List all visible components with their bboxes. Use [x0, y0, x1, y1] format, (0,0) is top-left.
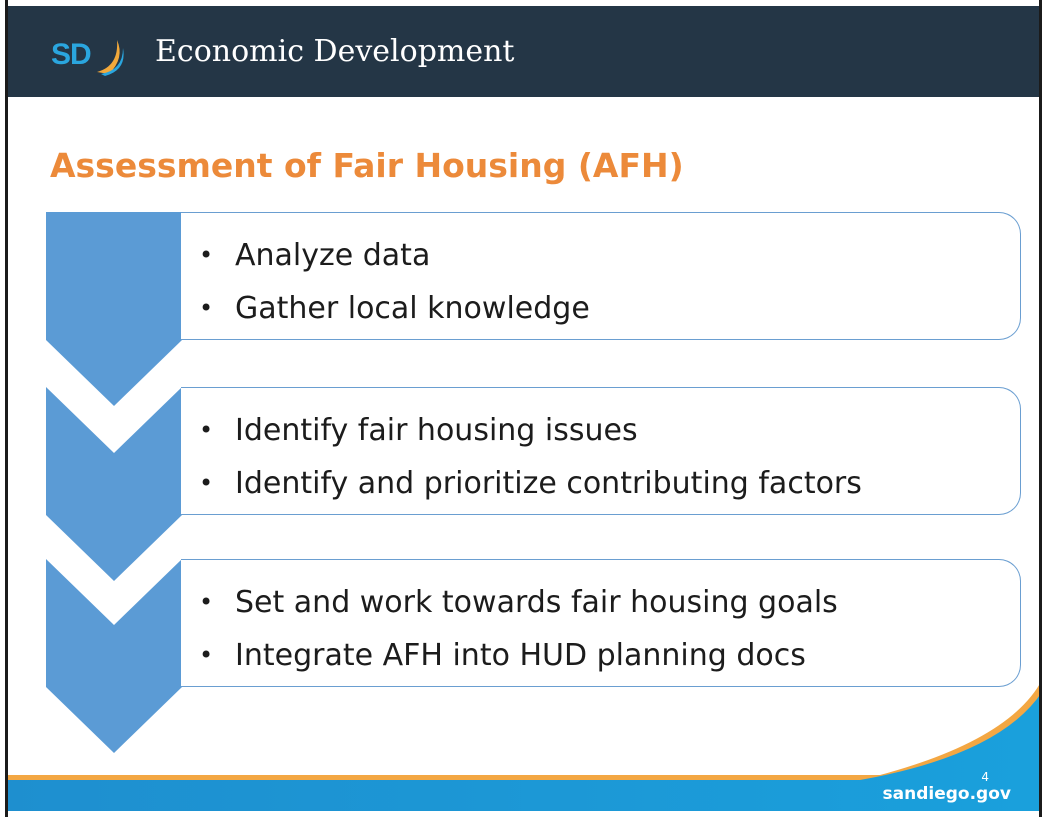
bullet-icon: • — [199, 641, 214, 669]
bullet-icon: • — [199, 469, 214, 497]
frame-left-border — [5, 0, 8, 817]
frame-right-border — [1039, 0, 1042, 817]
list-item: • Analyze data — [199, 229, 590, 282]
bullet-icon: • — [199, 588, 214, 616]
bullet-text: Integrate AFH into HUD planning docs — [235, 638, 806, 673]
slide-title: Assessment of Fair Housing (AFH) — [50, 146, 684, 185]
process-chevrons — [46, 212, 182, 753]
bullet-text: Gather local knowledge — [235, 291, 590, 326]
page-number: 4 — [981, 770, 989, 784]
chevron-step-2 — [46, 387, 182, 581]
step-box-3: • Set and work towards fair housing goals… — [181, 559, 1021, 687]
list-item: • Integrate AFH into HUD planning docs — [199, 629, 838, 682]
footer-wave — [5, 680, 1042, 817]
logo-text: SD — [51, 38, 92, 71]
list-item: • Identify fair housing issues — [199, 404, 862, 457]
bullet-text: Set and work towards fair housing goals — [235, 585, 838, 620]
step-3-list: • Set and work towards fair housing goals… — [199, 576, 838, 682]
step-box-2: • Identify fair housing issues • Identify … — [181, 387, 1021, 515]
header-bar: SD Economic Development — [5, 6, 1042, 97]
bullet-text: Identify fair housing issues — [235, 413, 638, 448]
bullet-text: Analyze data — [235, 238, 431, 273]
chevron-step-3 — [46, 559, 182, 753]
bullet-icon: • — [199, 241, 214, 269]
sd-logo: SD — [51, 36, 131, 84]
bullet-icon: • — [199, 294, 214, 322]
step-1-list: • Analyze data • Gather local knowledge — [199, 229, 590, 335]
bullet-icon: • — [199, 416, 214, 444]
list-item: • Set and work towards fair housing goals — [199, 576, 838, 629]
list-item: • Identify and prioritize contributing fa… — [199, 457, 862, 510]
chevron-step-1 — [46, 212, 182, 406]
san-diego-sun-logo-icon — [97, 40, 124, 76]
step-box-1: • Analyze data • Gather local knowledge — [181, 212, 1021, 340]
bullet-text: Identify and prioritize contributing fac… — [235, 466, 862, 501]
site-link[interactable]: sandiego.gov — [882, 784, 1011, 804]
list-item: • Gather local knowledge — [199, 282, 590, 335]
step-2-list: • Identify fair housing issues • Identify … — [199, 404, 862, 510]
header-title: Economic Development — [155, 34, 515, 69]
